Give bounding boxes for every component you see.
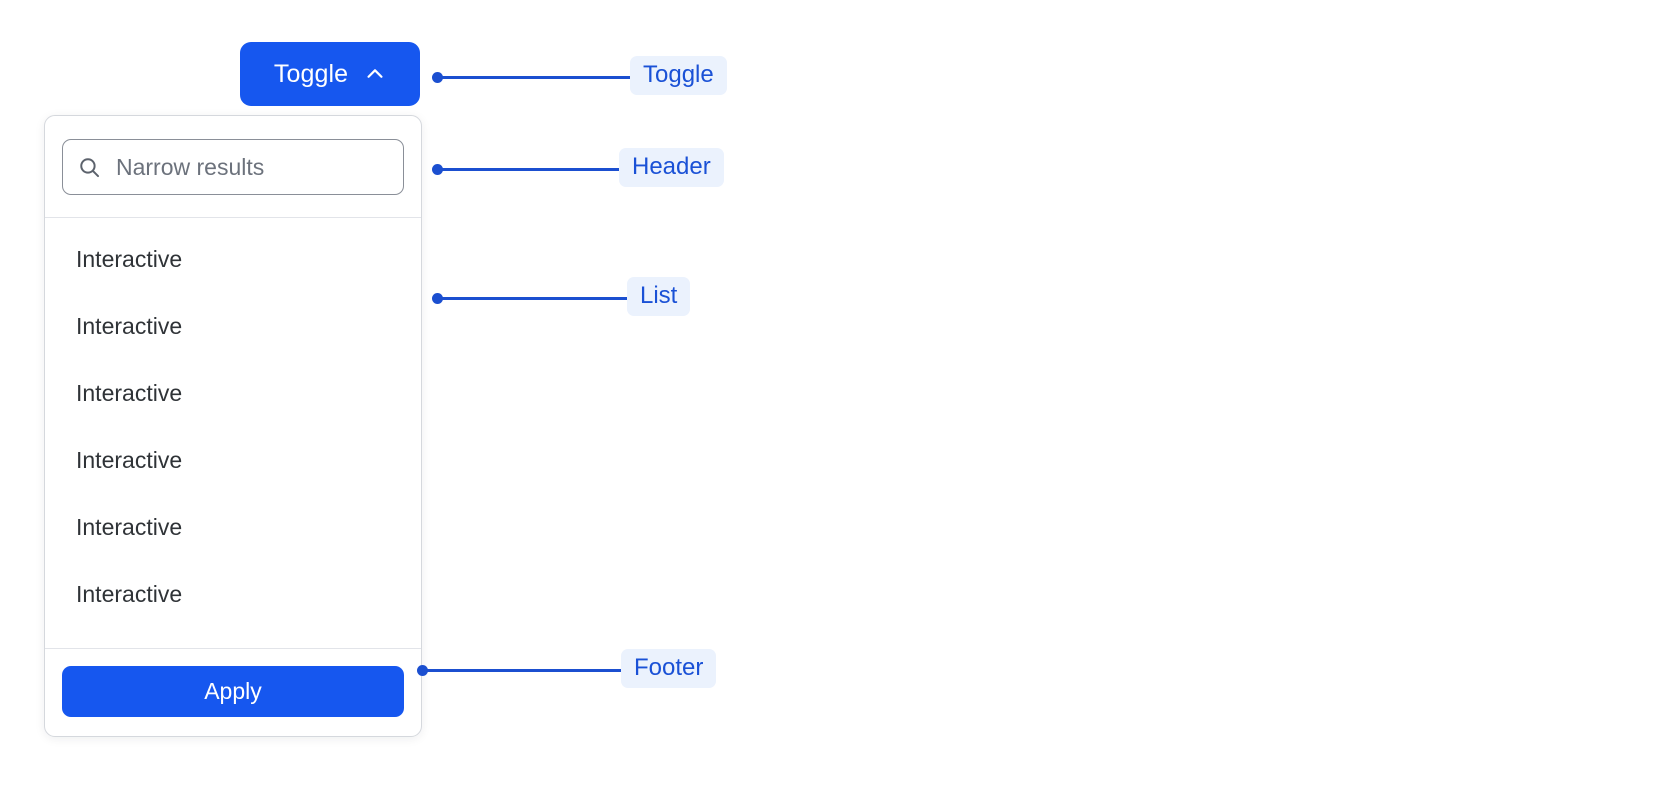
list-item[interactable]: Interactive bbox=[76, 581, 183, 607]
dropdown-list: Interactive Interactive Interactive Inte… bbox=[45, 218, 421, 648]
annotation-label: Footer bbox=[621, 649, 717, 688]
list-item[interactable]: Interactive bbox=[76, 313, 183, 339]
annotation-label: Toggle bbox=[630, 56, 727, 95]
annotation-line bbox=[437, 297, 627, 300]
toggle-button[interactable]: Toggle bbox=[240, 42, 420, 106]
list-item[interactable]: Interactive bbox=[76, 514, 183, 540]
dropdown-header bbox=[45, 116, 421, 218]
annotation-line bbox=[437, 168, 619, 171]
annotation-line bbox=[422, 669, 621, 672]
toggle-button-label: Toggle bbox=[273, 59, 349, 88]
dropdown-panel: Interactive Interactive Interactive Inte… bbox=[44, 115, 422, 737]
dropdown-footer: Apply bbox=[45, 648, 421, 736]
search-icon bbox=[77, 155, 102, 180]
annotation-label: Header bbox=[619, 148, 724, 187]
list-item[interactable]: Interactive bbox=[76, 447, 183, 473]
annotation-label: List bbox=[627, 277, 691, 316]
list-item[interactable]: Interactive bbox=[76, 380, 183, 406]
search-box[interactable] bbox=[62, 139, 404, 195]
annotation-line bbox=[437, 76, 630, 79]
list-item[interactable]: Interactive bbox=[76, 246, 183, 272]
apply-button[interactable]: Apply bbox=[62, 666, 404, 717]
chevron-up-icon bbox=[364, 63, 386, 85]
search-input[interactable] bbox=[116, 140, 403, 194]
